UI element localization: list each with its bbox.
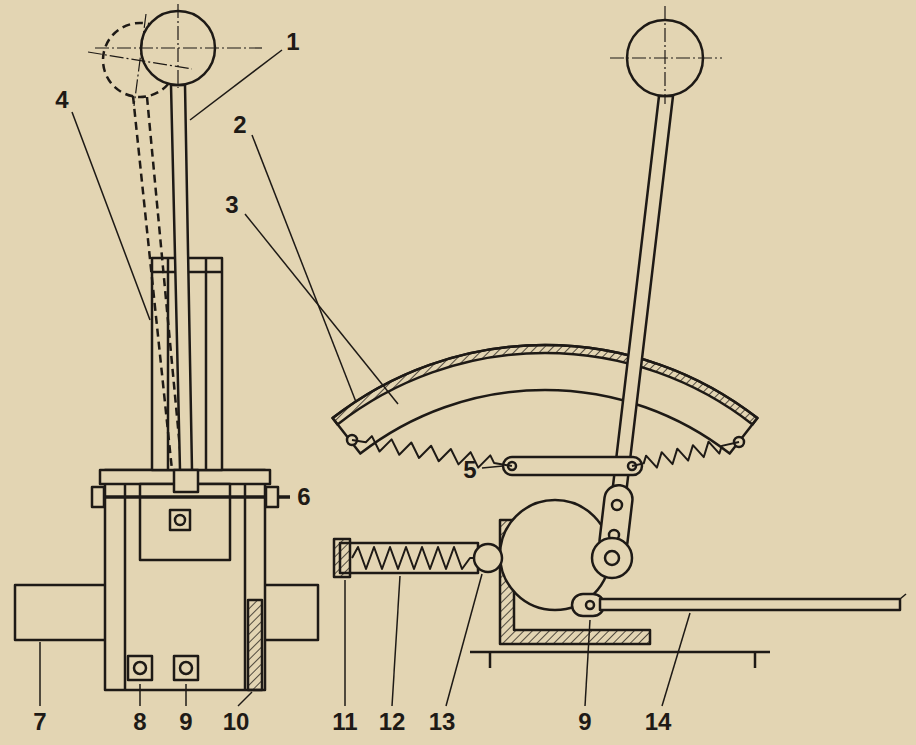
leader-line (39, 642, 41, 706)
rod-tip (900, 594, 906, 599)
lever-shaft (606, 96, 673, 545)
callout-number: 10 (223, 710, 250, 734)
callout-number: 1 (286, 30, 299, 54)
tube-cap (334, 539, 350, 577)
callout-number: 8 (133, 710, 146, 734)
leader-line (585, 620, 590, 706)
callout-number: 11 (332, 710, 357, 734)
hatched-section (248, 600, 262, 690)
callout-number: 5 (463, 458, 476, 482)
leader-line (252, 135, 356, 402)
center-lines (88, 4, 262, 106)
leader-line (392, 576, 400, 706)
bracket-plate (244, 484, 247, 690)
detent-spring (352, 547, 474, 569)
leader-line (238, 692, 252, 706)
spring-coil (351, 433, 513, 473)
callout-number: 2 (233, 113, 246, 137)
callout-number: 3 (225, 193, 238, 217)
axle-nut (266, 487, 278, 507)
guide-rim (333, 345, 758, 424)
leader-line (446, 574, 482, 706)
center-line (177, 4, 178, 88)
base-line (470, 651, 770, 654)
pivot-hub (592, 538, 632, 578)
detent-ball (474, 544, 502, 572)
rod-pin (586, 601, 594, 609)
clevis-hole (612, 500, 622, 510)
leader-line (245, 214, 398, 404)
housing-wall (205, 258, 208, 470)
pivot-axle (92, 495, 290, 499)
link-rod (600, 599, 900, 610)
leader-lines (40, 50, 690, 706)
callout-number: 14 (645, 710, 672, 734)
pivot-pin (605, 551, 619, 565)
leader-line (482, 466, 503, 468)
bolt-hole (180, 662, 192, 674)
center-line (610, 57, 722, 58)
callout-number: 6 (297, 485, 310, 509)
leader-line (190, 50, 282, 120)
leader-line (139, 684, 141, 706)
axle-nut (92, 487, 104, 507)
side-view (333, 6, 906, 668)
leader-line (662, 613, 690, 706)
screw-head (170, 510, 190, 530)
lower-bracket (105, 470, 265, 690)
spring-bar (503, 457, 642, 475)
lever-foot (174, 470, 198, 492)
bolt-head (128, 656, 152, 680)
screw-hole (175, 515, 185, 525)
callout-number: 9 (578, 710, 591, 734)
callout-number: 12 (379, 710, 406, 734)
return-spring (630, 435, 740, 473)
center-line (664, 6, 665, 104)
callout-number: 4 (55, 88, 68, 112)
bolt-hole (134, 662, 146, 674)
callout-number: 9 (179, 710, 192, 734)
lever-shaft (171, 85, 192, 470)
spring-coil (630, 435, 740, 473)
front-view (15, 4, 318, 690)
leader-line (185, 684, 187, 706)
detent-tube (340, 543, 478, 573)
center-lines (610, 6, 722, 104)
leader-line (72, 112, 150, 320)
center-line (134, 14, 146, 106)
return-spring (351, 433, 513, 473)
guide-sector (333, 345, 758, 454)
callout-number: 7 (33, 710, 46, 734)
bolt-head (174, 656, 198, 680)
callout-number: 13 (429, 710, 456, 734)
bracket-plate (124, 484, 127, 690)
base-line (489, 652, 492, 668)
base-line (754, 652, 757, 668)
leader-line (344, 580, 346, 706)
